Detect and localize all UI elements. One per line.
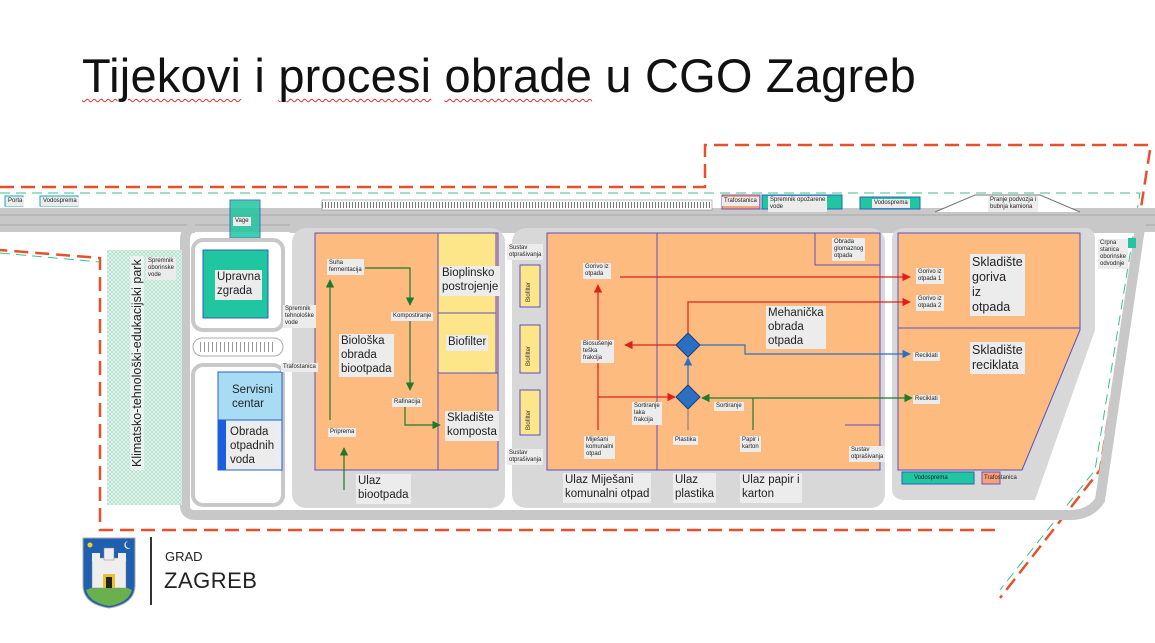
sorting-node-lower bbox=[675, 384, 701, 410]
label-plastika: Plastika bbox=[673, 436, 699, 445]
label-ulaz-papir: Ulaz papir i karton bbox=[740, 473, 802, 503]
servisni-centar-building bbox=[217, 371, 283, 421]
label-sustav-otprasivanja: Sustav otprašivanja bbox=[849, 446, 886, 462]
label-sortiranje-laka: Sortiranje laka frakcija bbox=[632, 402, 662, 425]
label-sustav-otprasivanja: Sustav otprašivanja bbox=[507, 244, 544, 260]
label-bioloska-obrada: Biološka obrada biootpada bbox=[339, 334, 394, 378]
label-spremnik-opozarene-vode: Spremnik opožarene vode bbox=[768, 196, 828, 212]
logo-grad: GRAD bbox=[165, 549, 203, 564]
label-biofilter: Biofilter bbox=[526, 409, 532, 430]
label-obrada-otpadnih-voda: Obrada otpadnih voda bbox=[228, 425, 277, 469]
label-sortiranje: Sortiranje bbox=[714, 402, 744, 411]
label-mehanicka-obrada: Mehanička obrada otpada bbox=[766, 306, 826, 350]
label-gorivo-2: Gorivo iz otpada 2 bbox=[916, 295, 944, 311]
sorting-node-upper bbox=[675, 332, 701, 358]
label-spremnik-oborinske-vode: Spremnik oborinske vode bbox=[146, 257, 177, 280]
label-ulaz-plastika: Ulaz plastika bbox=[673, 473, 716, 503]
label-skladiste-komposta: Skladište komposta bbox=[445, 411, 499, 441]
logo-divider bbox=[150, 537, 152, 605]
title-word: u CGO Zagreb bbox=[592, 49, 916, 102]
label-trafostanica: Trafostanica bbox=[984, 475, 1017, 481]
label-gorivo-1: Gorivo iz otpada 1 bbox=[916, 268, 944, 284]
label-upravna-zgrada: Upravna zgrada bbox=[215, 270, 263, 300]
label-reciklati: Reciklati bbox=[913, 395, 940, 404]
label-porta: Porta bbox=[6, 197, 25, 206]
label-reciklati: Reciklati bbox=[913, 352, 940, 361]
label-vodosprema: Vodosprema bbox=[872, 199, 910, 208]
label-servisni-centar: Servisni centar bbox=[232, 384, 273, 410]
label-papir-karton: Papir i karton bbox=[740, 436, 762, 452]
label-skladiste-goriva: Skladište goriva iz otpada bbox=[970, 254, 1025, 316]
label-suha-fermentacija: Suha fermentacija bbox=[327, 259, 364, 275]
zagreb-coat-of-arms-icon bbox=[82, 537, 136, 609]
park-label: Klimatsko-tehnološki-edukacijski park bbox=[130, 256, 144, 470]
label-sustav-otprasivanja: Sustav otprašivanja bbox=[507, 449, 544, 465]
label-trafostanica: Trafostanica bbox=[281, 363, 318, 372]
label-obrada-glomaznog: Obrada glomaznog otpada bbox=[832, 238, 866, 261]
label-skladiste-reciklata: Skladište reciklata bbox=[970, 342, 1025, 374]
label-bioplinsko-postrojenje: Bioplinsko postrojenje bbox=[440, 266, 501, 296]
label-spremnik-tehnoloske-vode: Spremnik tehnološke vode bbox=[283, 305, 317, 328]
label-vage: Vage bbox=[233, 217, 251, 226]
label-crpna-stanica: Crpna stanica oborinske odvodnje bbox=[1098, 239, 1129, 269]
label-biofilter: Biofilter bbox=[526, 345, 532, 366]
logo-zagreb: ZAGREB bbox=[164, 568, 258, 593]
label-ulaz-biootpada: Ulaz biootpada bbox=[356, 474, 411, 504]
label-vodosprema: Vodosprema bbox=[41, 197, 79, 206]
label-vodosprema: Vodosprema bbox=[914, 475, 948, 481]
label-gorivo-iz-otpada: Gorivo iz otpada bbox=[583, 263, 611, 279]
label-mijesani-komunalni: Miješani komunalni otpad bbox=[584, 436, 616, 459]
title-word: i bbox=[241, 49, 279, 102]
label-rafinacija: Rafinacija bbox=[392, 398, 423, 407]
label-priprema: Priprema bbox=[328, 428, 357, 437]
label-ulaz-mijesani: Ulaz Miješani komunalni otpad bbox=[563, 473, 652, 503]
title-word: Tijekovi bbox=[82, 49, 242, 102]
label-kompostiranje: Kompostiranje bbox=[391, 312, 434, 321]
label-biosusenje: Biosušenje teška frakcija bbox=[581, 340, 615, 363]
park-area bbox=[107, 250, 182, 505]
title-word: obrade bbox=[444, 49, 593, 102]
label-biofilter: Biofilter bbox=[526, 281, 532, 302]
label-biofilter: Biofilter bbox=[446, 335, 489, 351]
label-pranje: Pranje podvozja i bubnja kamiona bbox=[988, 196, 1039, 212]
label-trafostanica: Trafostanica bbox=[722, 197, 759, 206]
title-word: procesi bbox=[278, 49, 432, 102]
slide-title: Tijekovi i procesi obrade u CGO Zagreb bbox=[82, 48, 916, 103]
